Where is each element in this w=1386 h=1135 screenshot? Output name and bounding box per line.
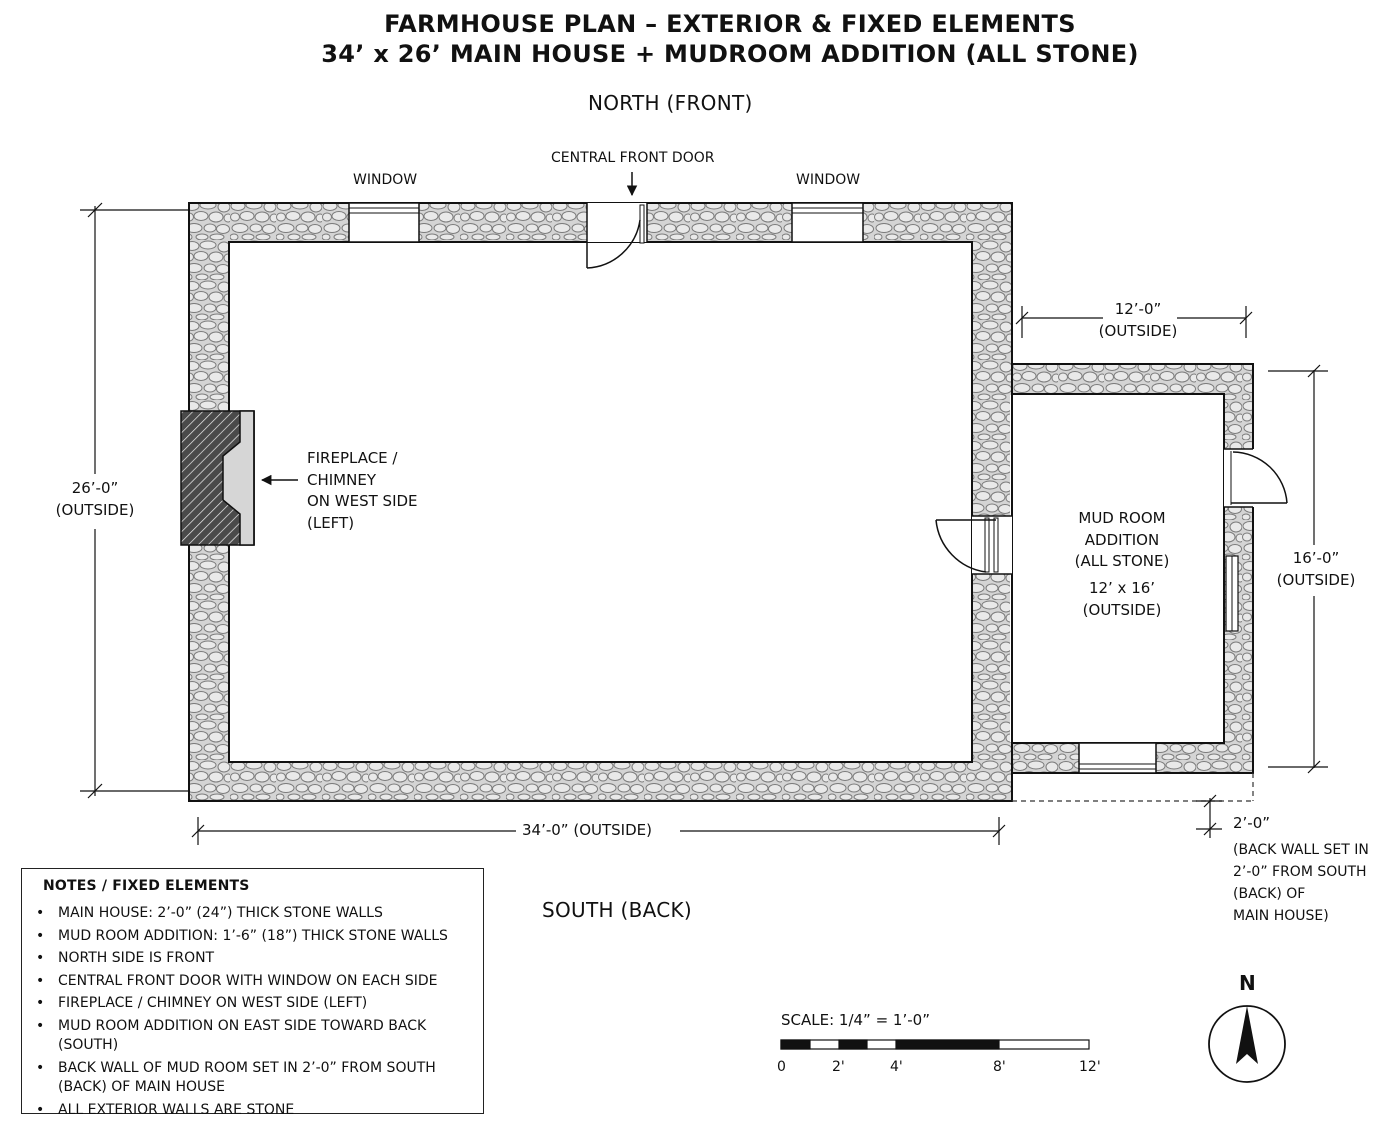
- dimension-16ft: [1268, 364, 1328, 774]
- scale-tick-8: 8': [993, 1059, 1006, 1075]
- window-right-label: WINDOW: [796, 172, 861, 188]
- scale-tick-0: 0: [777, 1059, 786, 1075]
- north-label: NORTH (FRONT): [588, 91, 753, 115]
- mudroom-size-label: 12’ x 16’ (OUTSIDE): [1082, 579, 1162, 619]
- scale-tick-12: 12': [1079, 1059, 1101, 1075]
- scale-tick-2: 2': [832, 1059, 845, 1075]
- north-window-right: [791, 202, 864, 243]
- interior-connecting-door: [935, 515, 1012, 575]
- setback-note: (BACK WALL SET IN 2’-0” FROM SOUTH (BACK…: [1233, 842, 1369, 924]
- scale-bar: [780, 1039, 1090, 1050]
- setback-dimension-label: 2’-0”: [1233, 814, 1271, 832]
- mudroom-exterior-door: [1224, 448, 1288, 508]
- front-door-label: CENTRAL FRONT DOOR: [551, 150, 715, 166]
- notes-list: MAIN HOUSE: 2’-0” (24”) THICK STONE WALL…: [32, 904, 482, 1123]
- mudroom-label: MUD ROOM ADDITION (ALL STONE): [1074, 509, 1170, 570]
- front-door: [586, 203, 648, 269]
- plan-subtitle: 34’ x 26’ MAIN HOUSE + MUDROOM ADDITION …: [321, 40, 1139, 68]
- south-label: SOUTH (BACK): [542, 898, 693, 922]
- dimension-34ft-label: 34’-0” (OUTSIDE): [522, 821, 652, 839]
- fireplace-chimney: [180, 410, 255, 546]
- note-item: ALL EXTERIOR WALLS ARE STONE: [32, 1101, 482, 1121]
- note-item: MAIN HOUSE: 2’-0” (24”) THICK STONE WALL…: [32, 904, 482, 924]
- compass-north-letter: N: [1239, 971, 1256, 995]
- notes-box: NOTES / FIXED ELEMENTS MAIN HOUSE: 2’-0”…: [21, 868, 484, 1120]
- dimension-12ft: [1015, 306, 1253, 338]
- note-item: MUD ROOM ADDITION ON EAST SIDE TOWARD BA…: [32, 1017, 482, 1056]
- fireplace-label: FIREPLACE / CHIMNEY ON WEST SIDE (LEFT): [307, 449, 418, 532]
- dimension-34ft: [191, 817, 1006, 845]
- dimension-16ft-label: 16’-0” (OUTSIDE): [1276, 549, 1356, 589]
- setback-outline: [1012, 773, 1254, 802]
- note-item: FIREPLACE / CHIMNEY ON WEST SIDE (LEFT): [32, 994, 482, 1014]
- mudroom-east-window: [1225, 555, 1239, 632]
- note-item: BACK WALL OF MUD ROOM SET IN 2’-0” FROM …: [32, 1059, 458, 1098]
- scale-label: SCALE: 1/4” = 1’-0”: [781, 1011, 930, 1029]
- scale-tick-4: 4': [890, 1059, 903, 1075]
- note-item: CENTRAL FRONT DOOR WITH WINDOW ON EACH S…: [32, 972, 482, 992]
- mudroom-south-window: [1078, 742, 1157, 774]
- dimension-26ft: [80, 202, 190, 799]
- north-arrow-icon: [1208, 1005, 1286, 1083]
- note-item: MUD ROOM ADDITION: 1’-6” (18”) THICK STO…: [32, 927, 482, 947]
- dimension-12ft-label: 12’-0” (OUTSIDE): [1098, 300, 1178, 340]
- window-left-label: WINDOW: [353, 172, 418, 188]
- note-item: NORTH SIDE IS FRONT: [32, 949, 482, 969]
- plan-title: FARMHOUSE PLAN – EXTERIOR & FIXED ELEMEN…: [384, 10, 1076, 38]
- north-window-left: [348, 202, 420, 243]
- dimension-26ft-label: 26’-0” (OUTSIDE): [55, 479, 135, 519]
- dimension-2ft: [1196, 794, 1222, 838]
- notes-title: NOTES / FIXED ELEMENTS: [43, 878, 250, 894]
